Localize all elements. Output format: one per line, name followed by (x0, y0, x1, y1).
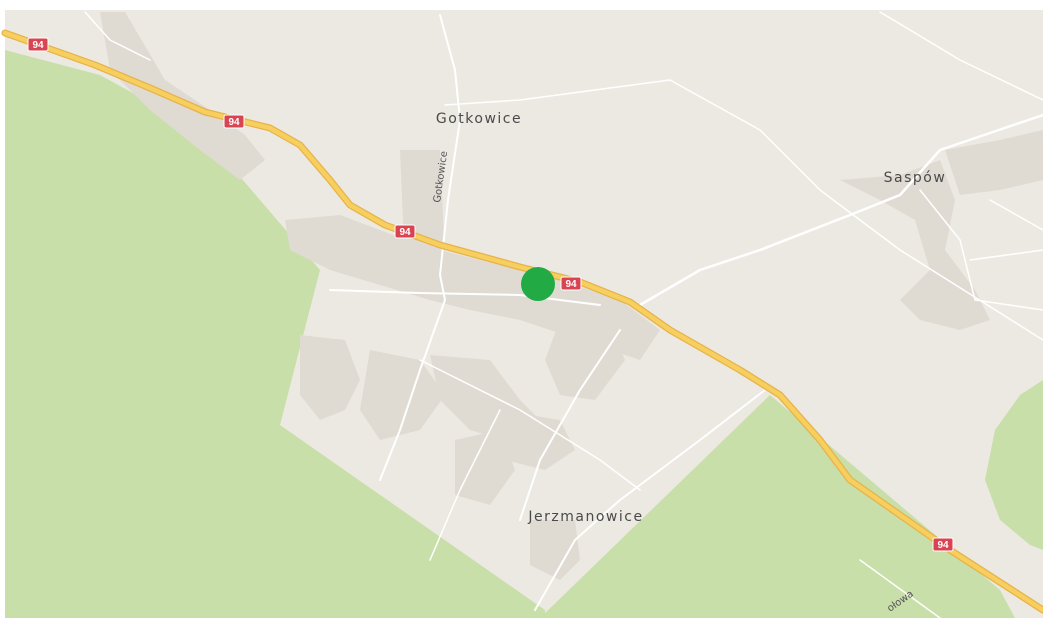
route-94-shield-label: 94 (399, 227, 411, 238)
forest-area-west (5, 50, 545, 618)
forest-area-south (540, 395, 1015, 618)
route-94-shield (932, 537, 954, 552)
shield-group-1: 94 (27, 37, 49, 52)
route-94-shield-label: 94 (937, 540, 949, 551)
route-94-shield-label: 94 (565, 279, 577, 290)
place-label-saspow: Saspów (884, 170, 947, 186)
minor-roads (84, 11, 1043, 618)
shield-group-5: 94 (932, 537, 954, 552)
place-label-jerzmanowice: Jerzmanowice (527, 509, 643, 525)
route-94-shield-label: 94 (228, 117, 240, 128)
route-94-shield (394, 224, 416, 239)
shield-group-3: 94 (394, 224, 416, 239)
forest-area-east (985, 380, 1043, 550)
route-94-shield (27, 37, 49, 52)
route-94-shield (560, 276, 582, 291)
built-up-areas (100, 12, 1043, 580)
shield-group-2: 94 (223, 114, 245, 129)
route-94-shield (223, 114, 245, 129)
place-label-gotkowice: Gotkowice (436, 111, 522, 127)
location-dot-icon[interactable] (521, 267, 555, 301)
shield-group-4: 94 (560, 276, 582, 291)
route-94-shield-label: 94 (32, 40, 44, 51)
